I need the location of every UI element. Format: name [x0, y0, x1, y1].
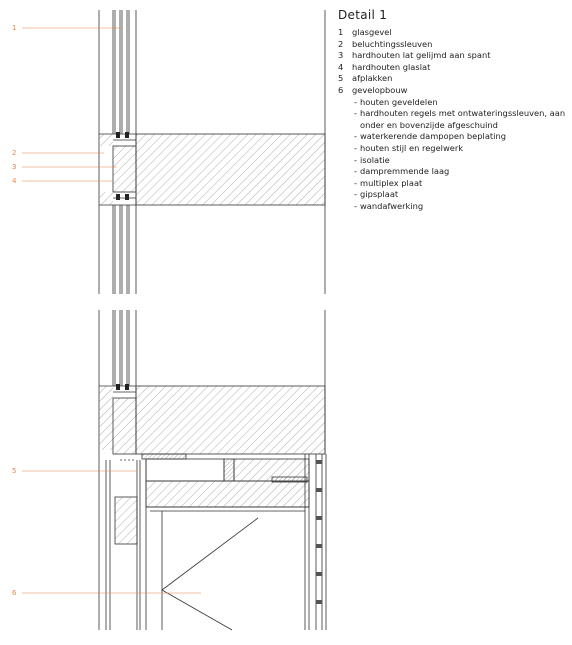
legend-subitem: -isolatie: [354, 155, 568, 167]
legend-subitem-dash: -: [354, 108, 357, 119]
legend-subitem: -multiplex plaat: [354, 178, 568, 190]
legend-subitem: -waterkerende dampopen beplating: [354, 131, 568, 143]
legend-item-label: afplakken: [352, 73, 393, 84]
legend-subitem-label: isolatie: [360, 154, 390, 165]
legend-item-number: 4: [338, 61, 344, 72]
legend-subitem: -houten stijl en regelwerk: [354, 143, 568, 155]
legend-subitem-label: houten stijl en regelwerk: [360, 142, 464, 153]
legend-item-label: beluchtingssleuven: [352, 38, 433, 49]
legend-item: 4 hardhouten glaslat: [338, 62, 568, 74]
legend-item-label: hardhouten lat gelijmd aan spant: [352, 50, 491, 61]
upper-detail: [98, 10, 326, 294]
legend-subitem: -hardhouten regels met ontwateringssleuv…: [354, 108, 568, 131]
legend-subitem-dash: -: [354, 96, 357, 107]
legend-subitem-dash: -: [354, 142, 357, 153]
legend-subitem: -wandafwerking: [354, 201, 568, 213]
legend-subitem-label: wandafwerking: [360, 200, 424, 211]
legend-subitem-dash: -: [354, 166, 357, 177]
legend-item: 1 glasgevel: [338, 27, 568, 39]
legend: Detail 1 1 glasgevel 2 beluchtingssleuven …: [338, 8, 568, 213]
legend-subitem: -houten geveldelen: [354, 97, 568, 109]
callout-3: 3: [12, 163, 17, 171]
callout-4: 4: [12, 177, 17, 185]
callout-6: 6: [12, 589, 17, 597]
legend-subitem-dash: -: [354, 154, 357, 165]
legend-subitem-label: houten geveldelen: [360, 96, 438, 107]
legend-item: 5 afplakken: [338, 73, 568, 85]
legend-item-number: 5: [338, 73, 344, 84]
legend-subitem-label: gipsplaat: [360, 189, 399, 200]
legend-item-number: 2: [338, 38, 344, 49]
legend-subitem: -gipsplaat: [354, 189, 568, 201]
legend-subitem-label: dampremmende laag: [360, 166, 450, 177]
legend-item-number: 1: [338, 27, 344, 37]
legend-subitem-label: multiplex plaat: [360, 177, 423, 188]
legend-subitem-dash: -: [354, 189, 357, 200]
legend-subitem-label: waterkerende dampopen beplating: [360, 131, 507, 142]
callout-leaders: [22, 27, 201, 594]
legend-list: 1 glasgevel 2 beluchtingssleuven 3 hardhout…: [338, 27, 568, 97]
legend-subitem: -dampremmende laag: [354, 166, 568, 178]
lower-detail: [98, 310, 327, 631]
legend-title: Detail 1: [338, 8, 388, 22]
callout-2: 2: [12, 149, 17, 157]
legend-item-number: 3: [338, 50, 344, 61]
legend-subitem-dash: -: [354, 131, 357, 142]
legend-item: 3 hardhouten lat gelijmd aan spant: [338, 50, 568, 62]
legend-item-label: glasgevel: [352, 27, 392, 37]
legend-item: 6 gevelopbouw: [338, 85, 568, 97]
legend-subitem-dash: -: [354, 177, 357, 188]
legend-item-label: hardhouten glaslat: [352, 61, 431, 72]
legend-item-number: 6: [338, 84, 344, 95]
legend-item-label: gevelopbouw: [352, 84, 408, 95]
legend-sublist: -houten geveldelen -hardhouten regels me…: [338, 97, 568, 213]
callout-5: 5: [12, 467, 17, 475]
legend-subitem-dash: -: [354, 200, 357, 211]
callout-1: 1: [12, 24, 17, 32]
legend-subitem-label: hardhouten regels met ontwateringssleuve…: [360, 108, 566, 130]
legend-item: 2 beluchtingssleuven: [338, 39, 568, 51]
